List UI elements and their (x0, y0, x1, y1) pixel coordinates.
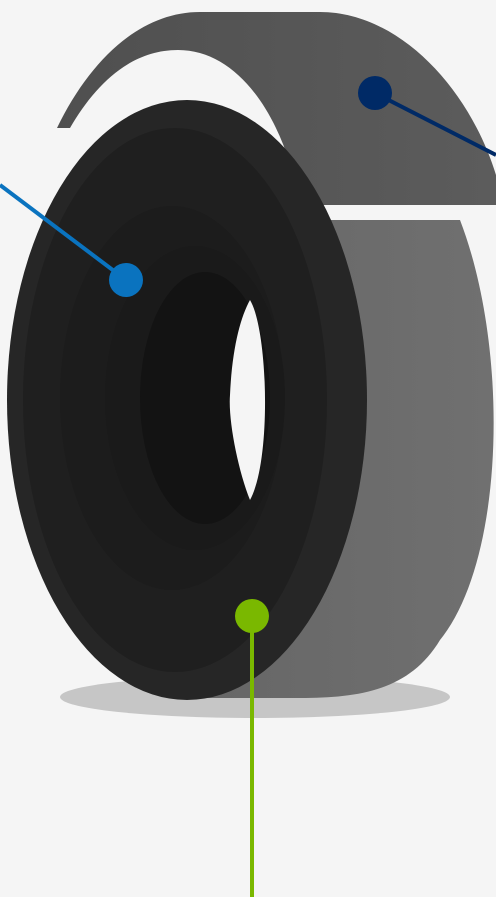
callout-dot-sidewall[interactable] (109, 263, 143, 297)
callout-dot-tread[interactable] (358, 76, 392, 110)
callout-dot-bead[interactable] (235, 599, 269, 633)
